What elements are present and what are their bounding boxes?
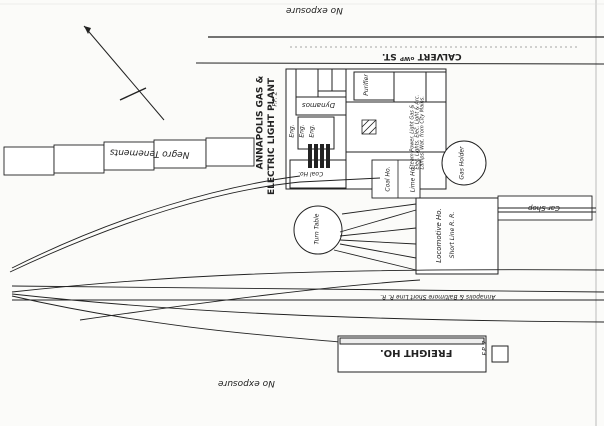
coal-house-label: Coal Ho. <box>384 166 392 192</box>
engine-label-1: Eng. <box>288 124 296 138</box>
freight-house-label: FREIGHT HO. <box>380 347 453 358</box>
freight-house-building <box>337 335 509 373</box>
hatched-storage-icon <box>361 119 377 135</box>
purifier-label: Purifier <box>362 74 370 96</box>
coal-house <box>371 159 421 199</box>
fp2-label-freight: F.P. 2 <box>481 340 489 356</box>
gas-holder <box>441 140 487 186</box>
north-arrow-icon <box>83 25 165 121</box>
fp2-label-plant: F.P. 2 <box>271 91 279 107</box>
car-shop-label: Car Shop <box>528 204 560 212</box>
locomotive-house-label: Locomotive Ho. <box>434 208 443 263</box>
turntable-label: Turn Table <box>313 213 321 245</box>
dynamos-label: Dynamos <box>302 101 336 109</box>
engine-label-3: Eng. <box>308 124 316 138</box>
plant-name-line-1: ANNAPOLIS GAS & <box>255 75 266 170</box>
short-line-label: Short Line R. R. <box>449 211 457 259</box>
tenement-row <box>3 137 255 176</box>
railroad-tracks <box>9 175 604 343</box>
turntable <box>293 205 343 255</box>
lime-house-label: Lime Ho. <box>409 165 417 193</box>
locomotive-house-building <box>415 197 499 275</box>
no-exposure-bottom: No exposure <box>218 378 275 388</box>
calvert-street-label: CALVERT ᵒᵂᴾ ST. <box>382 51 462 61</box>
boiler-stacks-icon <box>308 144 330 168</box>
engine-label-2: Eng. <box>298 124 306 138</box>
coal-house-small-label: Coal Ho. <box>298 170 324 177</box>
no-exposure-top: No exposure <box>286 5 343 15</box>
negro-tenements-label: Negro Tenements <box>109 146 190 160</box>
railroad-name-label: Annapolis & Baltimore Short Line R. R. <box>380 293 496 300</box>
fire-protection-notes: Steam Power. Light Gas & Elec. Lights. E… <box>409 94 426 170</box>
gas-holder-label: Gas Holder <box>458 146 466 180</box>
calvert-street <box>195 36 604 65</box>
